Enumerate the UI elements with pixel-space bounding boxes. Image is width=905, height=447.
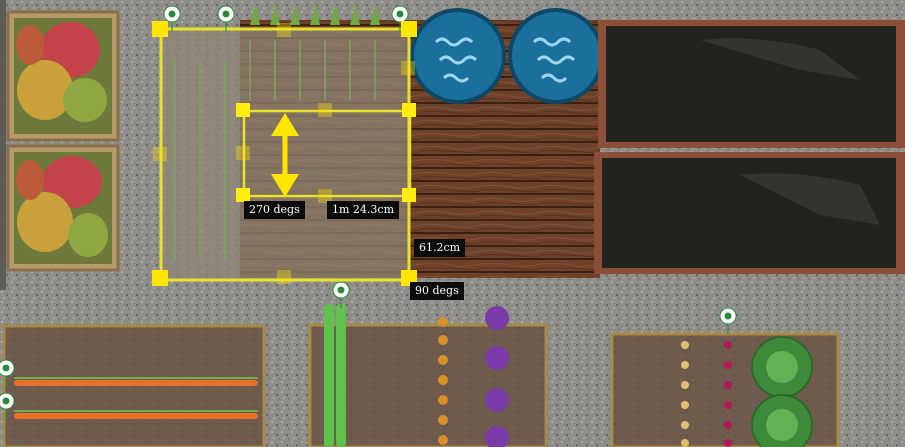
water-pond-icon[interactable]: [410, 8, 506, 104]
veg-box-bottom-left[interactable]: [6, 144, 120, 272]
plant-row-top: [250, 3, 380, 25]
water-pond-icon[interactable]: [508, 8, 604, 104]
outer-rotation-label: 90 degs: [410, 282, 464, 300]
plant-pin-icon[interactable]: [0, 392, 15, 420]
length-label: 1m 24.3cm: [327, 201, 400, 219]
width-label: 61.2cm: [414, 239, 466, 257]
plant-pin-icon[interactable]: [217, 5, 235, 33]
rotation-label: 270 degs: [244, 201, 305, 219]
garden-bed-bottom-right[interactable]: [610, 332, 840, 447]
plant-pin-icon[interactable]: [332, 281, 350, 309]
resize-handle-inner-top-left[interactable]: [236, 103, 250, 117]
resize-handle-inner-bottom-right[interactable]: [402, 188, 416, 202]
double-arrow-icon[interactable]: [271, 113, 299, 197]
plant-pin-icon[interactable]: [163, 5, 181, 33]
resize-handle-inner-top-right[interactable]: [402, 103, 416, 117]
raised-bed-icon[interactable]: [598, 20, 905, 148]
resize-handle-inner-bottom-left[interactable]: [236, 188, 250, 202]
plant-pin-icon[interactable]: [719, 307, 737, 335]
resize-handle-outer-top-right[interactable]: [401, 21, 417, 37]
plant-pin-icon[interactable]: [0, 359, 15, 387]
veg-box-top-left[interactable]: [6, 10, 120, 142]
raised-bed-icon[interactable]: [594, 152, 905, 274]
resize-handle-outer-top-left[interactable]: [152, 21, 168, 37]
garden-bed-bottom-left[interactable]: [2, 324, 266, 447]
garden-bed-bottom-center[interactable]: [308, 304, 548, 447]
resize-handle-outer-bottom-left[interactable]: [152, 270, 168, 286]
midpoint-handles: [153, 23, 415, 284]
